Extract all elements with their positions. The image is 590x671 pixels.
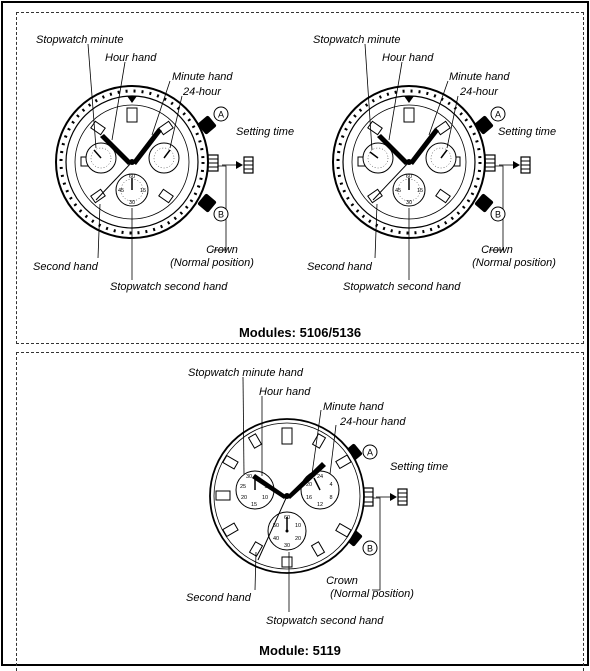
label-crown-normal-position: (Normal position)	[330, 588, 414, 600]
sec-num-45: 45	[118, 188, 124, 194]
minute-hand	[287, 462, 326, 499]
label-minute-hand: Minute hand	[449, 71, 510, 83]
label-crown-normal-position: (Normal position)	[170, 257, 254, 269]
sec-num-60: 60	[406, 174, 412, 180]
label-second-hand: Second hand	[33, 261, 99, 273]
second-hand	[372, 161, 410, 201]
button-b	[197, 193, 217, 213]
left-num-20: 20	[241, 495, 247, 501]
label-setting-time: Setting time	[390, 461, 448, 473]
button-b	[474, 193, 494, 213]
label-second-hand: Second hand	[186, 592, 252, 604]
label-24-hour: 24-hour	[459, 86, 499, 98]
button-a	[197, 115, 217, 135]
label-minute-hand: Minute hand	[172, 71, 233, 83]
left-num-25: 25	[240, 484, 246, 490]
label-24-hour: 24-hour	[182, 86, 222, 98]
second-hand	[257, 495, 288, 561]
bottom-num-40: 40	[273, 536, 279, 542]
sec-num-60: 60	[129, 174, 135, 180]
right-num-4: 4	[329, 482, 332, 488]
left-num-30: 30	[246, 474, 252, 480]
right-num-16: 16	[306, 495, 312, 501]
label-stopwatch-minute: Stopwatch minute	[313, 34, 400, 46]
label-24-hour-hand: 24-hour hand	[339, 416, 406, 428]
caption-modules-5106-5136: Modules: 5106/5136	[238, 325, 362, 340]
label-stopwatch-minute: Stopwatch minute	[36, 34, 123, 46]
hour-hand	[252, 474, 287, 499]
label-hour-hand: Hour hand	[105, 52, 157, 64]
label-crown: Crown	[481, 244, 513, 256]
bottom-num-20: 20	[295, 536, 301, 542]
sec-num-15: 15	[417, 188, 423, 194]
label-stopwatch-second-hand: Stopwatch second hand	[266, 615, 384, 627]
label-second-hand: Second hand	[307, 261, 373, 273]
button-b-label: B	[495, 210, 501, 220]
sec-num-30: 30	[129, 200, 135, 206]
button-a-label: A	[495, 110, 501, 120]
label-setting-time: Setting time	[236, 126, 294, 138]
button-a-label: A	[218, 110, 224, 120]
label-stopwatch-second-hand: Stopwatch second hand	[343, 281, 461, 293]
sec-num-30: 30	[406, 200, 412, 206]
button-b-label: B	[367, 544, 373, 554]
watch-1: 60 15 30 45	[33, 34, 294, 293]
minute-hand	[132, 128, 162, 165]
label-stopwatch-minute-hand: Stopwatch minute hand	[188, 367, 304, 379]
hour-hand	[377, 134, 409, 165]
panel-module-5119: Module: 5119	[16, 352, 584, 671]
bottom-num-10: 10	[295, 523, 301, 529]
button-b-label: B	[218, 210, 224, 220]
label-hour-hand: Hour hand	[382, 52, 434, 64]
bottom-num-50: 50	[273, 523, 279, 529]
caption-module-5119: Module: 5119	[259, 643, 341, 658]
watch-3: 30 25 20 15 10 5 24 4 8 12 16 20 60 10 2…	[186, 367, 448, 627]
label-crown: Crown	[326, 575, 358, 587]
right-num-8: 8	[329, 495, 332, 501]
right-num-12: 12	[317, 502, 323, 508]
label-crown-normal-position: (Normal position)	[472, 257, 556, 269]
hour-hand	[100, 134, 132, 165]
label-minute-hand: Minute hand	[323, 401, 384, 413]
button-a	[474, 115, 494, 135]
left-num-15: 15	[251, 502, 257, 508]
second-hand	[95, 161, 133, 201]
bottom-num-30: 30	[284, 543, 290, 549]
watch-2: 60 15 30 45 A	[307, 34, 556, 293]
right-num-24: 24	[317, 474, 323, 480]
label-stopwatch-second-hand: Stopwatch second hand	[110, 281, 228, 293]
panel-modules-5106-5136: Modules: 5106/5136	[16, 12, 584, 344]
sec-num-15: 15	[140, 188, 146, 194]
right-num-20: 20	[306, 482, 312, 488]
left-num-10: 10	[262, 495, 268, 501]
label-setting-time: Setting time	[498, 126, 556, 138]
label-crown: Crown	[206, 244, 238, 256]
minute-hand	[409, 128, 439, 165]
sec-num-45: 45	[395, 188, 401, 194]
button-a-label: A	[367, 448, 373, 458]
label-hour-hand: Hour hand	[259, 386, 311, 398]
